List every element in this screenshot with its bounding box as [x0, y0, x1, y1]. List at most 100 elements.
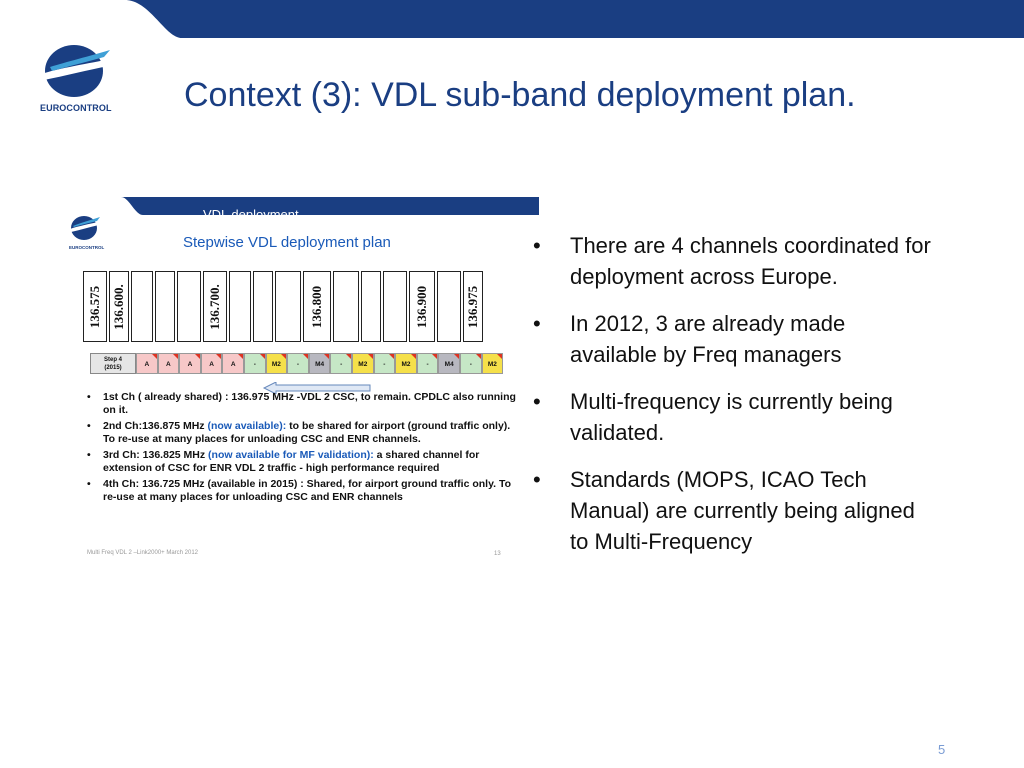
step-cell-label: A: [166, 361, 171, 368]
note-before: 4th Ch: 136.725 MHz (available in 2015) …: [103, 478, 512, 503]
step-cell-label: -: [296, 361, 300, 368]
channel-column: 136.900: [409, 271, 435, 342]
channel-frequency: 136.575: [87, 285, 102, 328]
note-highlight: (now available):: [207, 420, 287, 432]
channel-frequency: 136.900: [414, 285, 429, 328]
channel-column: [333, 271, 359, 342]
step-cell: M2: [352, 353, 374, 374]
slide-title: Context (3): VDL sub-band deployment pla…: [184, 76, 856, 114]
note-after: a shared channel for extension of CSC fo…: [103, 449, 480, 474]
channel-column: [177, 271, 201, 342]
bullet-item: Multi-frequency is currently being valid…: [533, 386, 933, 448]
step-cell: M4: [308, 353, 331, 374]
thumbnail-note-item: 3rd Ch: 136.825 MHz (now available for M…: [86, 449, 516, 475]
channel-column: 136.600.: [109, 271, 129, 342]
step-cell: A: [200, 353, 223, 374]
note-before: 2nd Ch:136.875 MHz: [103, 420, 208, 432]
corner-marker-icon: [302, 354, 308, 359]
note-highlight: (now available for MF validation):: [208, 449, 374, 461]
bullet-item: There are 4 channels coordinated for dep…: [533, 230, 933, 292]
corner-marker-icon: [173, 354, 179, 359]
note-before: 1st Ch ( already shared) : 136.975 MHz -…: [103, 391, 516, 416]
step-cell: A: [222, 353, 244, 374]
note-after: to be shared for airport (ground traffic…: [103, 420, 511, 445]
channel-column: [155, 271, 175, 342]
corner-marker-icon: [410, 354, 416, 359]
step-cell: M2: [395, 353, 417, 374]
step-cell-label: A: [144, 361, 150, 368]
corner-marker-icon: [475, 354, 481, 359]
corner-marker-icon: [259, 354, 265, 359]
step-cell: -: [287, 353, 309, 374]
corner-marker-icon: [432, 354, 438, 359]
step-cell: M2: [265, 353, 288, 374]
step-cell: -: [416, 353, 439, 374]
bullet-list: There are 4 channels coordinated for dep…: [533, 230, 933, 573]
step-cell-label: M2: [358, 361, 368, 368]
channel-frequency: 136.700.: [207, 283, 222, 330]
thumbnail-note-item: 2nd Ch:136.875 MHz (now available): to b…: [86, 420, 516, 446]
step-cell: A: [136, 353, 158, 374]
step-cell-label: -: [340, 361, 343, 368]
step-cell: -: [244, 353, 266, 374]
step-cell: A: [157, 353, 180, 374]
thumbnail-note-item: 4th Ch: 136.725 MHz (available in 2015) …: [86, 478, 516, 504]
thumbnail-note-item: 1st Ch ( already shared) : 136.975 MHz -…: [86, 391, 516, 417]
corner-marker-icon: [151, 354, 157, 359]
corner-marker-icon: [453, 354, 459, 359]
channel-column: 136.975: [463, 271, 483, 342]
corner-marker-icon: [237, 354, 243, 359]
channel-frequency: 136.600.: [111, 283, 126, 330]
step-cell: M4: [438, 353, 460, 374]
eurocontrol-logo: [38, 40, 118, 120]
step-cell-label: -: [383, 361, 386, 368]
channel-column: 136.800: [303, 271, 331, 342]
channel-column: [361, 271, 381, 342]
step-label: Step 4 (2015): [90, 353, 136, 374]
corner-marker-icon: [216, 354, 222, 359]
bullet-item: Standards (MOPS, ICAO Tech Manual) are c…: [533, 464, 933, 557]
corner-marker-icon: [345, 354, 351, 359]
step-cell: -: [460, 353, 482, 374]
channel-column: [253, 271, 273, 342]
channel-column: [383, 271, 407, 342]
thumbnail-footer: Multi Freq VDL 2 –Link2000+ March 2012: [87, 550, 199, 556]
page-number: 5: [938, 742, 946, 757]
channel-column: 136.575: [83, 271, 107, 342]
step-row: Step 4 (2015) A A A A A - M2 - M4 - M2 - M2 - M4 - M2: [90, 353, 504, 374]
embedded-slide-thumbnail: VDL deployment EUROCONTROL Stepwise VDL …: [51, 197, 539, 567]
step-cell-label: A: [230, 361, 236, 368]
top-banner: [0, 0, 1024, 38]
step-cell: -: [373, 353, 396, 374]
channel-column: [229, 271, 251, 342]
channel-column: [275, 271, 301, 342]
channel-column: [437, 271, 461, 342]
corner-marker-icon: [389, 354, 395, 359]
step-cell-label: A: [187, 361, 193, 368]
thumbnail-page-number: 13: [494, 551, 501, 557]
thumbnail-banner: [51, 197, 539, 215]
bullet-item: In 2012, 3 are already made available by…: [533, 308, 933, 370]
step-cell-label: M2: [271, 361, 281, 368]
step-cell-label: A: [209, 361, 214, 368]
channel-frequency: 136.800: [309, 285, 324, 328]
step-cell-label: M4: [315, 361, 325, 368]
step-cell: M2: [481, 353, 504, 374]
corner-marker-icon: [324, 354, 330, 359]
channel-column: [131, 271, 153, 342]
thumbnail-logo-text: EUROCONTROL: [69, 245, 105, 250]
thumbnail-logo: [68, 213, 104, 249]
thumbnail-banner-text: VDL deployment: [203, 207, 299, 215]
step-cell-label: -: [426, 361, 429, 368]
step-cell-label: -: [469, 361, 472, 368]
thumbnail-notes: 1st Ch ( already shared) : 136.975 MHz -…: [86, 391, 516, 507]
corner-marker-icon: [194, 354, 200, 359]
channel-columns: 136.575 136.600. 136.700. 136.800 136.900 136…: [83, 271, 503, 342]
logo-text: EUROCONTROL: [40, 103, 112, 113]
step-cell-label: M2: [487, 361, 497, 368]
step-cell-label: M4: [444, 361, 454, 368]
corner-marker-icon: [367, 354, 373, 359]
step-cell-label: -: [253, 361, 256, 368]
channel-column: 136.700.: [203, 271, 227, 342]
step-cell: -: [330, 353, 352, 374]
